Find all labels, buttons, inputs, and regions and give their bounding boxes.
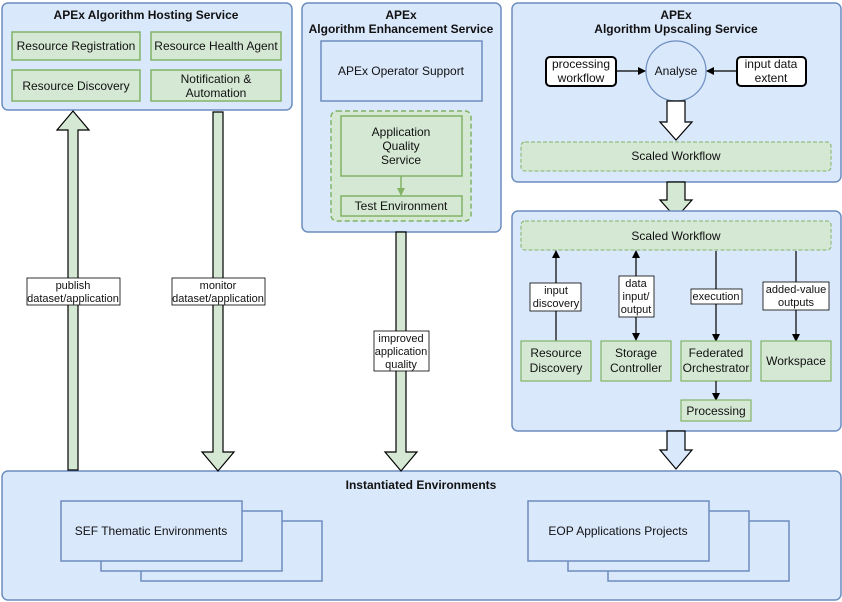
storage-controller-label-1: Storage	[615, 346, 657, 360]
input-discovery-label-box	[529, 282, 582, 312]
exec-resource-discovery-label-1: Resource	[530, 346, 582, 360]
resource-registration-label: Resource Registration	[17, 39, 136, 53]
storage-controller-box	[600, 340, 672, 382]
input-discovery-label-1: input	[544, 285, 568, 297]
publish-label-2: dataset/application	[27, 293, 119, 305]
monitor-label-2: dataset/application	[172, 293, 264, 305]
instantiated-environments-title: Instantiated Environments	[346, 478, 497, 492]
exec-resource-discovery-box	[520, 340, 592, 382]
added-value-label-2: outputs	[778, 297, 815, 309]
enhancement-service-title-1: APEx	[385, 8, 417, 22]
resource-discovery-label: Resource Discovery	[22, 79, 129, 93]
operator-support-box	[320, 40, 483, 102]
resource-health-agent-box	[150, 31, 282, 61]
storage-controller-label-2: Controller	[610, 361, 662, 375]
input-data-extent-label-1: input data	[745, 57, 798, 71]
execution-label-box	[690, 288, 743, 305]
data-io-label-1: data	[625, 278, 647, 290]
sef-thematic-environments-box	[60, 500, 243, 562]
execution-scaled-workflow-label: Scaled Workflow	[631, 229, 720, 243]
added-value-label-1: added-value	[766, 284, 827, 296]
data-io-label-2: input/	[623, 291, 651, 303]
processing-workflow-label-2: workflow	[557, 71, 605, 85]
hosting-service-title: APEx Algorithm Hosting Service	[54, 8, 239, 22]
analyse-to-scaled-arrow	[658, 100, 694, 141]
enhancement-service-title-2: Algorithm Enhancement Service	[309, 22, 494, 36]
execution-to-instantiated-arrow	[658, 430, 694, 470]
federated-orchestrator-box	[680, 340, 752, 382]
monitor-label-1: monitor	[200, 280, 237, 292]
eop-applications-projects-box	[527, 500, 710, 562]
test-environment-box	[340, 195, 463, 217]
upscaling-to-execution-arrow	[658, 181, 694, 219]
improved-label-3: quality	[385, 359, 417, 371]
federated-orchestrator-label-2: Orchestrator	[683, 361, 750, 375]
upscaling-service-title-1: APEx	[660, 8, 692, 22]
eop-applications-projects-label: EOP Applications Projects	[548, 524, 687, 538]
resource-discovery-box	[11, 69, 141, 102]
data-io-label-box	[618, 275, 655, 318]
notification-automation-box	[150, 69, 282, 102]
application-quality-service-box	[340, 115, 463, 177]
publish-label-1: publish	[56, 280, 91, 292]
upscaling-scaled-workflow-label: Scaled Workflow	[631, 149, 720, 163]
workspace-label: Workspace	[766, 354, 826, 368]
execution-label: execution	[692, 291, 739, 303]
aqs-label-1: Application	[372, 125, 431, 139]
federated-orchestrator-label-1: Federated	[689, 346, 744, 360]
resource-registration-box	[11, 31, 141, 61]
workspace-box	[760, 340, 832, 382]
notification-automation-label-2: Automation	[186, 86, 247, 100]
upscaling-service-title-2: Algorithm Upscaling Service	[594, 22, 758, 36]
notification-automation-label-1: Notification &	[181, 72, 252, 86]
data-io-arrow-down	[632, 333, 640, 341]
improved-label-2: application	[375, 346, 428, 358]
input-discovery-label-2: discovery	[533, 298, 580, 310]
operator-support-label: APEx Operator Support	[338, 64, 465, 78]
execution-scaled-workflow-box	[520, 220, 832, 251]
monitor-label-box	[171, 277, 266, 306]
improved-label-1: improved	[378, 333, 423, 345]
data-io-arrow-up	[632, 250, 640, 258]
added-value-label-box	[762, 281, 830, 311]
input-data-extent-label-2: extent	[755, 71, 788, 85]
processing-box	[680, 399, 752, 422]
processing-label: Processing	[686, 404, 745, 418]
sef-thematic-environments-label: SEF Thematic Environments	[75, 524, 228, 538]
aqs-label-3: Service	[381, 153, 421, 167]
processing-workflow-label-1: processing	[552, 57, 610, 71]
upscaling-scaled-workflow-box	[520, 141, 832, 172]
data-io-label-3: output	[621, 304, 652, 316]
publish-label-box	[26, 277, 121, 306]
aqs-label-2: Quality	[382, 139, 419, 153]
exec-resource-discovery-label-2: Discovery	[530, 361, 583, 375]
resource-health-agent-label: Resource Health Agent	[154, 39, 278, 53]
test-environment-label: Test Environment	[355, 199, 448, 213]
improved-label-box	[373, 330, 430, 372]
analyse-label: Analyse	[655, 64, 698, 78]
